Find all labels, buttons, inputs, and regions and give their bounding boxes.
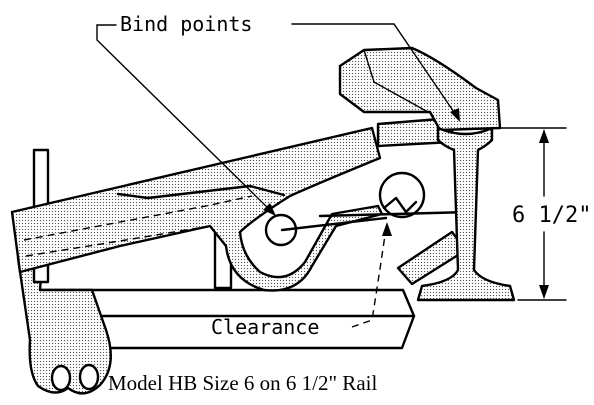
eye-hole-left <box>50 364 72 392</box>
lever-body <box>10 126 384 292</box>
tension-line <box>318 210 472 218</box>
pivot-detail <box>382 196 418 214</box>
bind-leader-right <box>291 23 459 119</box>
eye-hole-right <box>78 363 100 391</box>
bind-leader-left <box>96 24 273 213</box>
bind-arrow-right <box>450 108 460 122</box>
bind-arrow-left <box>263 203 276 216</box>
dim-arrow-down <box>539 285 549 299</box>
clamp-head-edge <box>363 49 375 83</box>
pivot-circle-right <box>378 171 426 219</box>
clearance-arrow <box>382 222 392 236</box>
link-line <box>116 184 286 200</box>
top-clamp-head <box>338 46 502 132</box>
tension-line-2 <box>280 216 388 232</box>
bind-points-label: Bind points <box>120 12 252 36</box>
lower-clamp-arm <box>16 238 112 395</box>
clearance-label: Clearance <box>211 315 319 339</box>
rail-section <box>416 126 516 302</box>
dim-arrow-up <box>539 129 549 143</box>
lever-hidden-line-2 <box>25 225 211 257</box>
caption: Model HB Size 6 on 6 1/2" Rail <box>108 371 377 395</box>
lever-hidden-line <box>23 195 253 241</box>
clamp-head-edge-2 <box>373 81 429 113</box>
rail-height-label: 6 1/2" <box>512 203 591 228</box>
clearance-leader <box>351 227 387 328</box>
